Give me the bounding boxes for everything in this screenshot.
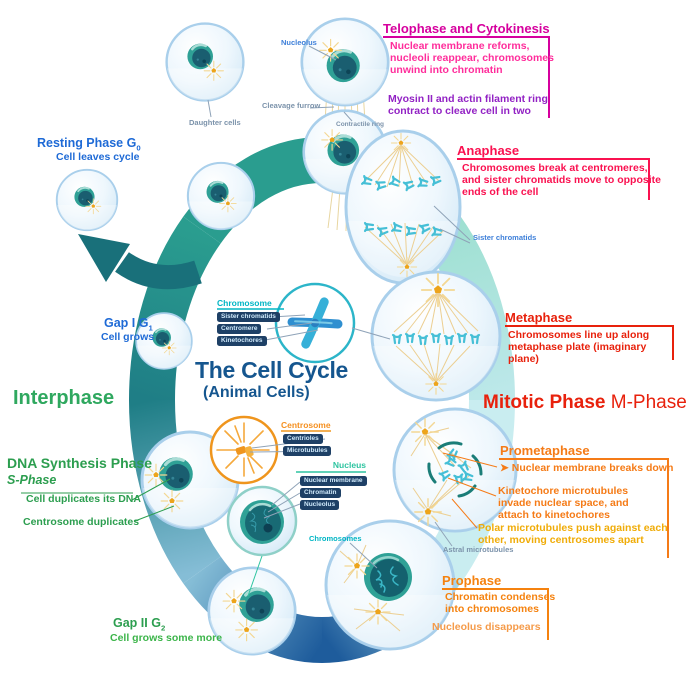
- sphase-item1: Cell duplicates its DNA: [26, 493, 141, 505]
- prophase-title: Prophase: [442, 573, 502, 588]
- gap2-title: Gap II G2: [113, 616, 165, 633]
- phase-bracket-lines: [383, 36, 674, 640]
- chromosome-label-centromere: Centromere: [217, 324, 262, 334]
- mitotic-phase-rest: M-Phase: [605, 392, 687, 413]
- telophase-myosin-desc: Myosin II and actin filament ring contra…: [388, 93, 548, 117]
- g0-resting-cell: [55, 168, 119, 232]
- chromosome-inset: [274, 282, 356, 364]
- g0-exit-arrow: [78, 234, 202, 290]
- chromosome-inset-labels: Sister chromatids Centromere Kinetochore…: [217, 312, 280, 346]
- gap1-sub: 1: [148, 323, 153, 333]
- nucleus-inset-labels: Nuclear membrane Chromatin Nucleolus: [300, 476, 367, 510]
- prophase-desc2: Nucleolus disappears: [432, 621, 541, 633]
- prophase-desc1: Chromatin condenses into chromosomes: [445, 591, 556, 615]
- sphase-title: DNA Synthesis Phase: [7, 455, 152, 471]
- metaphase-title: Metaphase: [505, 310, 573, 325]
- chromosome-label-kinetochores: Kinetochores: [217, 336, 267, 346]
- mitotic-phase-bold: Mitotic Phase: [483, 392, 606, 413]
- page-subtitle: (Animal Cells): [203, 384, 310, 401]
- anaphase-desc: Chromosomes break at centromeres, and si…: [462, 162, 661, 198]
- gap2-title-text: Gap II G: [113, 616, 161, 630]
- metaphase-cell: [370, 270, 502, 402]
- chromosome-label-sister-chromatids: Sister chromatids: [217, 312, 280, 322]
- page-title: The Cell Cycle: [195, 357, 349, 383]
- centrosome-label-microtubules: Microtubules: [283, 446, 332, 456]
- resting-phase-desc: Cell leaves cycle: [56, 151, 140, 163]
- mitotic-phase-heading: Mitotic Phase M-Phase: [483, 392, 687, 413]
- centrosome-inset: [209, 415, 279, 485]
- callout-chromosomes: Chromosomes: [309, 534, 362, 543]
- sphase-item2: Centrosome duplicates: [23, 516, 140, 528]
- inset-underlines: [217, 308, 366, 473]
- gap2-desc: Cell grows some more: [110, 632, 223, 644]
- prometaphase-line1-text: Nuclear membrane breaks down: [508, 462, 674, 474]
- prometaphase-cell: [392, 407, 518, 533]
- interphase-heading: Interphase: [13, 387, 115, 409]
- arrow-bullet-icon: ➤: [500, 462, 509, 474]
- nucleus-label-nucleolus: Nucleolus: [300, 500, 340, 510]
- nucleus-inset-cell: [226, 485, 298, 557]
- gap1-title-text: Gap I G: [104, 316, 149, 330]
- gap1-title: Gap I G1: [104, 316, 153, 333]
- resting-phase-title: Resting Phase G0: [37, 136, 141, 153]
- anaphase-title: Anaphase: [457, 143, 520, 158]
- centrosome-inset-title: Centrosome: [281, 420, 331, 430]
- gap2-sub: 2: [160, 623, 166, 633]
- prometaphase-title: Prometaphase: [500, 443, 590, 458]
- callout-astral-microtubules: Astral microtubules: [443, 545, 514, 554]
- callout-cleavage-furrow: Cleavage furrow: [262, 101, 321, 110]
- resting-phase-title-text: Resting Phase G: [37, 136, 137, 150]
- prometaphase-line1: ➤ Nuclear membrane breaks down: [500, 462, 674, 475]
- metaphase-desc: Chromosomes line up along metaphase plat…: [508, 329, 650, 365]
- callout-sister-chromatids: Sister chromatids: [473, 233, 537, 242]
- nucleus-label-nuclear-membrane: Nuclear membrane: [300, 476, 367, 486]
- gap1-desc: Cell grows: [101, 331, 155, 343]
- resting-phase-sub: 0: [136, 143, 141, 153]
- telophase-title: Telophase and Cytokinesis: [383, 21, 550, 36]
- anaphase-cell: [344, 129, 462, 285]
- colored-pointer-lines: [21, 452, 498, 597]
- prometaphase-desc2: Kinetochore microtubules invade nuclear …: [498, 485, 629, 521]
- daughter-cell-1: [165, 22, 245, 102]
- centrosome-inset-labels: Centrioles Microtubules: [283, 434, 332, 456]
- prometaphase-desc3: Polar microtubules push against each oth…: [478, 522, 668, 546]
- telophase-cell-top: [300, 17, 390, 107]
- chromosome-inset-title: Chromosome: [217, 298, 272, 308]
- callout-nucleolus: Nucleolus: [281, 38, 317, 47]
- nucleus-inset-title: Nucleus: [332, 460, 366, 470]
- g1-entry-cell: [186, 161, 256, 231]
- telophase-desc: Nuclear membrane reforms, nucleoli reapp…: [390, 40, 554, 76]
- sphase-subtitle: S-Phase: [7, 473, 57, 487]
- callout-daughter-cells: Daughter cells: [189, 118, 241, 127]
- prophase-cell: [324, 519, 456, 651]
- callout-contractile-ring: Contractile ring: [336, 121, 385, 128]
- nucleus-label-chromatin: Chromatin: [300, 488, 341, 498]
- centrosome-label-centrioles: Centrioles: [283, 434, 323, 444]
